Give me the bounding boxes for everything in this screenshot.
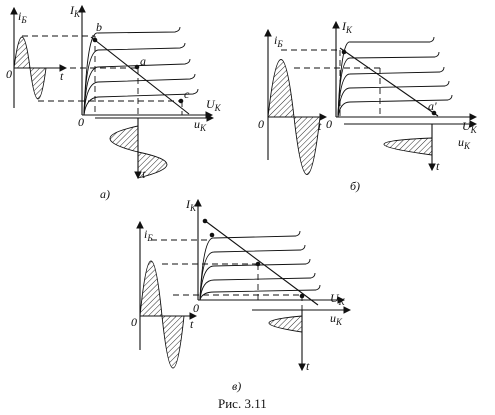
panel-c-load-line <box>203 219 319 306</box>
svg-text:uK: uK <box>194 117 207 133</box>
panel-a-projections <box>22 35 183 115</box>
svg-text:uK: uK <box>458 135 471 151</box>
svg-text:0: 0 <box>258 117 264 131</box>
svg-text:t: t <box>190 317 194 331</box>
panel-a-tag: а) <box>100 187 110 201</box>
panel-b: iБ 0 t IK 0 UK a' uK <box>258 19 478 193</box>
panel-b-tag: б) <box>350 179 360 193</box>
svg-text:t: t <box>142 167 146 181</box>
svg-text:0: 0 <box>193 301 199 315</box>
panel-a-point-b <box>92 37 98 43</box>
panel-c-tag: в) <box>232 379 241 393</box>
figure-caption: Рис. 3.11 <box>218 396 267 411</box>
svg-text:0: 0 <box>131 315 137 329</box>
panel-a-origin-zero: 0 <box>78 115 84 129</box>
svg-text:IK: IK <box>341 19 353 35</box>
panel-a-ib-label: iБ <box>18 9 27 25</box>
panel-c-base-current-graph: iБ 0 t <box>131 220 198 369</box>
svg-text:t: t <box>436 159 440 173</box>
panel-a-point-a-label: a <box>140 54 146 68</box>
panel-a: iБ 0 t IK 0 UK b <box>6 3 222 201</box>
panel-a-point-c <box>178 98 184 104</box>
panel-a-ib-negative-half <box>29 67 47 100</box>
panel-a-ik-label: IK <box>69 3 81 19</box>
panel-a-output-voltage-graph: uK t <box>95 114 215 181</box>
panel-a-ib-t-label: t <box>60 69 64 83</box>
panel-a-base-current-graph: iБ 0 t <box>6 6 68 108</box>
panel-b-projections <box>281 49 381 117</box>
svg-text:t: t <box>306 359 310 373</box>
panel-b-output-voltage-graph: uK t <box>344 120 478 173</box>
svg-text:UK: UK <box>330 291 346 307</box>
panel-a-load-line <box>90 36 190 115</box>
panel-a-ib-positive-half <box>13 36 31 69</box>
panel-b-base-current-graph: iБ 0 t <box>258 28 328 175</box>
panel-a-ib-zero: 0 <box>6 67 12 81</box>
svg-text:IK: IK <box>185 197 197 213</box>
panel-a-point-b-label: b <box>96 20 102 34</box>
panel-a-point-c-label: c <box>184 87 190 101</box>
panel-b-load-line <box>339 47 439 117</box>
svg-text:iБ: iБ <box>274 33 283 49</box>
svg-text:uK: uK <box>330 311 343 327</box>
panel-a-uk-label: UK <box>206 97 222 113</box>
svg-text:t: t <box>318 119 322 133</box>
svg-text:0: 0 <box>326 117 332 131</box>
svg-text:UK: UK <box>462 119 478 135</box>
panel-c-output-voltage-graph: uK t <box>252 306 352 373</box>
panel-a-output-characteristics <box>83 26 199 116</box>
panel-c-output-characteristics <box>199 230 321 301</box>
panel-b-output-characteristics <box>337 36 453 118</box>
panel-b-point-a-label: a' <box>428 99 437 113</box>
svg-text:iБ: iБ <box>144 227 153 243</box>
panel-a-point-a <box>134 64 140 70</box>
panel-c: iБ 0 t IK 0 UK uK <box>131 197 352 393</box>
